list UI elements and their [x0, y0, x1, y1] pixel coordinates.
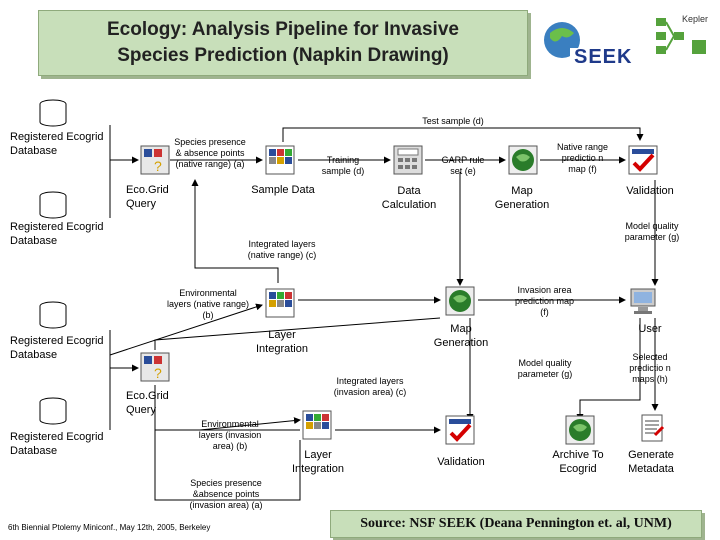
- database-label-3: Registered Ecogrid Database: [10, 335, 104, 361]
- grid-icon[interactable]: [265, 145, 295, 175]
- title-line-2: Species Prediction (Napkin Drawing): [117, 45, 449, 66]
- page-title: Ecology: Analysis Pipeline for Invasive …: [39, 17, 527, 69]
- globe-map-icon[interactable]: [508, 145, 538, 175]
- edge-training-sample: Training sample (d): [321, 155, 365, 176]
- node-generate-metadata: Generate Metadata: [628, 449, 674, 475]
- title-banner: Ecology: Analysis Pipeline for Invasive …: [38, 10, 528, 76]
- node-validation-2: Validation: [437, 456, 485, 468]
- metadata-document-icon[interactable]: [637, 413, 667, 443]
- seek-logo-text: SEEK: [574, 46, 633, 68]
- edge-species-presence-invasion: Species presence &absence points (invasi…: [189, 478, 263, 510]
- edge-invasion-area-prediction: Invasion area prediction map (f): [514, 285, 575, 317]
- archive-globe-icon[interactable]: [565, 415, 595, 445]
- layer-grid-icon[interactable]: [265, 288, 295, 318]
- source-banner: Source: NSF SEEK (Deana Pennington et. a…: [330, 510, 702, 538]
- edge-env-layers-native: Environmental layers (native range) (b): [166, 288, 250, 320]
- edge-garp-rule-set: GARP rule set (e): [441, 155, 485, 176]
- query-icon[interactable]: ?: [140, 352, 170, 382]
- validation-check-icon[interactable]: [445, 415, 475, 445]
- node-ecogrid-query-2: Eco.Grid Query: [126, 390, 169, 416]
- database-label-1: Registered Ecogrid Database: [10, 131, 104, 157]
- edge-model-quality-2: Model quality parameter (g): [517, 358, 573, 379]
- node-layer-integration-1: Layer Integration: [256, 329, 308, 355]
- query-icon[interactable]: ?: [140, 145, 170, 175]
- edge-test-sample: Test sample (d): [422, 116, 484, 126]
- database-label-4: Registered Ecogrid Database: [10, 431, 104, 457]
- node-ecogrid-query-1: Eco.Grid Query: [126, 184, 169, 210]
- edge-selected-prediction: Selected predictio n maps (h): [629, 352, 671, 384]
- svg-text:?: ?: [154, 158, 162, 174]
- node-map-generation-1: Map Generation: [494, 185, 550, 211]
- node-validation-1: Validation: [626, 185, 674, 197]
- footer-conference: 6th Biennial Ptolemy Miniconf., May 12th…: [8, 523, 211, 532]
- source-text: Source: NSF SEEK (Deana Pennington et. a…: [360, 516, 672, 531]
- edge-species-presence: Species presence & absence points (nativ…: [174, 137, 246, 169]
- database-label-2: Registered Ecogrid Database: [10, 221, 104, 247]
- edge-model-quality-1: Model quality parameter (g): [624, 221, 680, 242]
- globe-map-icon[interactable]: [445, 286, 475, 316]
- kepler-logo: Kepler: [652, 10, 714, 68]
- validation-check-icon[interactable]: [628, 145, 658, 175]
- node-sample-data: Sample Data: [251, 184, 315, 196]
- database-icon: [38, 300, 68, 330]
- node-data-calculation: Data Calculation: [381, 185, 437, 211]
- edge-integrated-layers-native: Integrated layers (native range) (c): [247, 239, 317, 260]
- edge-integrated-layers-invasion: Integrated layers (invasion area) (c): [333, 376, 407, 397]
- kepler-logo-text: Kepler: [682, 14, 709, 24]
- user-computer-icon[interactable]: [628, 286, 658, 316]
- svg-text:?: ?: [154, 365, 162, 381]
- edge-env-layers-invasion: Environmental layers (invasion area) (b): [198, 419, 262, 451]
- edge-native-range: Native range predictio n map (f): [556, 142, 609, 174]
- layer-grid-icon[interactable]: [302, 410, 332, 440]
- database-icon: [38, 98, 68, 128]
- node-map-generation-2: Map Generation: [433, 323, 489, 349]
- database-icon: [38, 190, 68, 220]
- node-user: User: [638, 323, 662, 335]
- calculator-icon[interactable]: [393, 145, 423, 175]
- seek-logo: SEEK: [540, 18, 650, 68]
- node-layer-integration-2: Layer Integration: [292, 449, 344, 475]
- database-icon: [38, 396, 68, 426]
- node-archive: Archive To Ecogrid: [552, 449, 604, 475]
- title-line-1: Ecology: Analysis Pipeline for Invasive: [107, 19, 459, 40]
